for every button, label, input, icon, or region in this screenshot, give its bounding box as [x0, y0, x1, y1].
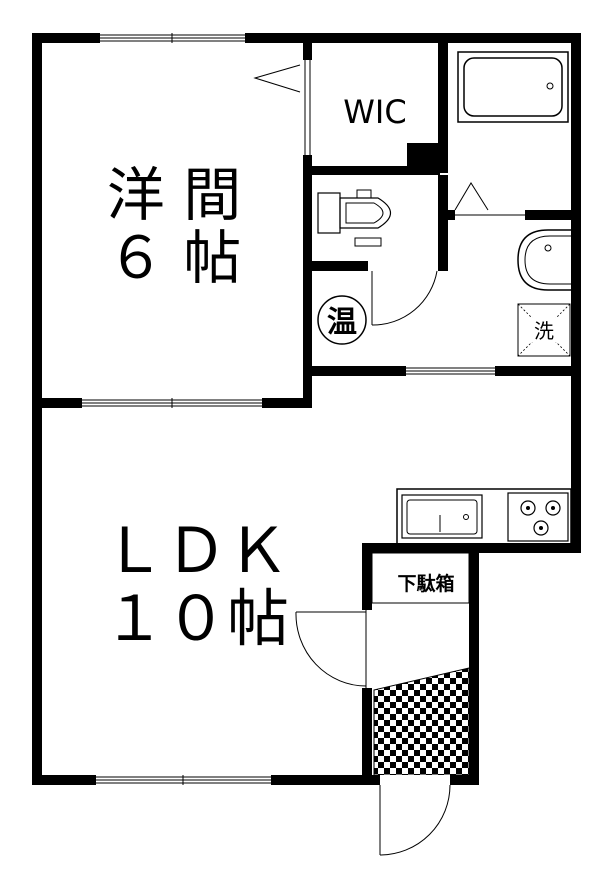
wash-basin — [517, 229, 571, 291]
ldk-door — [295, 610, 372, 688]
toilet-door — [368, 261, 438, 326]
western-room-size: ６ 帖 — [107, 224, 241, 292]
ldk-size: １０帖 — [103, 582, 289, 655]
windows — [96, 33, 271, 785]
sliding-door-wash — [406, 366, 495, 376]
sliding-door-western — [82, 398, 262, 408]
water-heater: 温 — [317, 295, 367, 345]
water-heater-label: 温 — [327, 305, 357, 340]
washer-space: 洗 — [517, 303, 571, 357]
genkan-tiles — [373, 667, 470, 776]
wic-label: WIC — [343, 93, 406, 131]
shoe-cabinet — [371, 552, 470, 604]
bath-door-arrow — [454, 182, 489, 211]
shoe-cabinet-label: 下駄箱 — [397, 572, 454, 595]
bathtub — [457, 51, 569, 123]
toilet — [317, 189, 392, 247]
wic-door — [253, 60, 312, 155]
western-room-label: 洋 間 — [107, 161, 241, 229]
kitchen-counter — [396, 488, 572, 546]
ldk-label: ＬＤＫ — [103, 514, 289, 587]
front-door — [379, 775, 451, 856]
washer-label: 洗 — [534, 319, 554, 343]
